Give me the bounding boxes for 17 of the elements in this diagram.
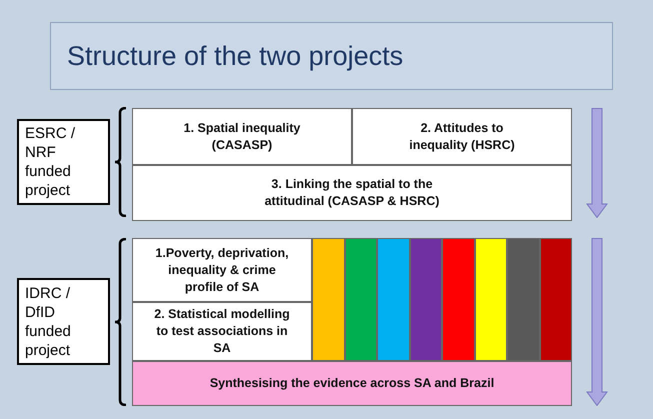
- colour-bar: [507, 238, 540, 361]
- table-cell: 2. Attitudes to inequality (HSRC): [352, 108, 572, 165]
- label-box: ESRC / NRF funded project: [17, 119, 110, 205]
- label-box: IDRC / DfID funded project: [17, 278, 110, 365]
- colour-bar: [312, 238, 345, 361]
- colour-bar: [442, 238, 475, 361]
- colour-bar: [410, 238, 442, 361]
- colour-bar: [540, 238, 572, 361]
- table-cell: 1.Poverty, deprivation, inequality & crime profile of SA: [132, 238, 312, 302]
- colour-bar: [377, 238, 410, 361]
- table-cell: 2. Statistical modelling to test associations in SA: [132, 302, 312, 361]
- title: Structure of the two projects: [67, 40, 404, 73]
- table-cell: Synthesising the evidence across SA and Brazil: [132, 361, 572, 406]
- colour-bar: [475, 238, 507, 361]
- table-cell: 3. Linking the spatial to the attitudinal (CASASP & HSRC): [132, 165, 572, 221]
- table-cell: 1. Spatial inequality (CASASP): [132, 108, 352, 165]
- colour-bar: [345, 238, 377, 361]
